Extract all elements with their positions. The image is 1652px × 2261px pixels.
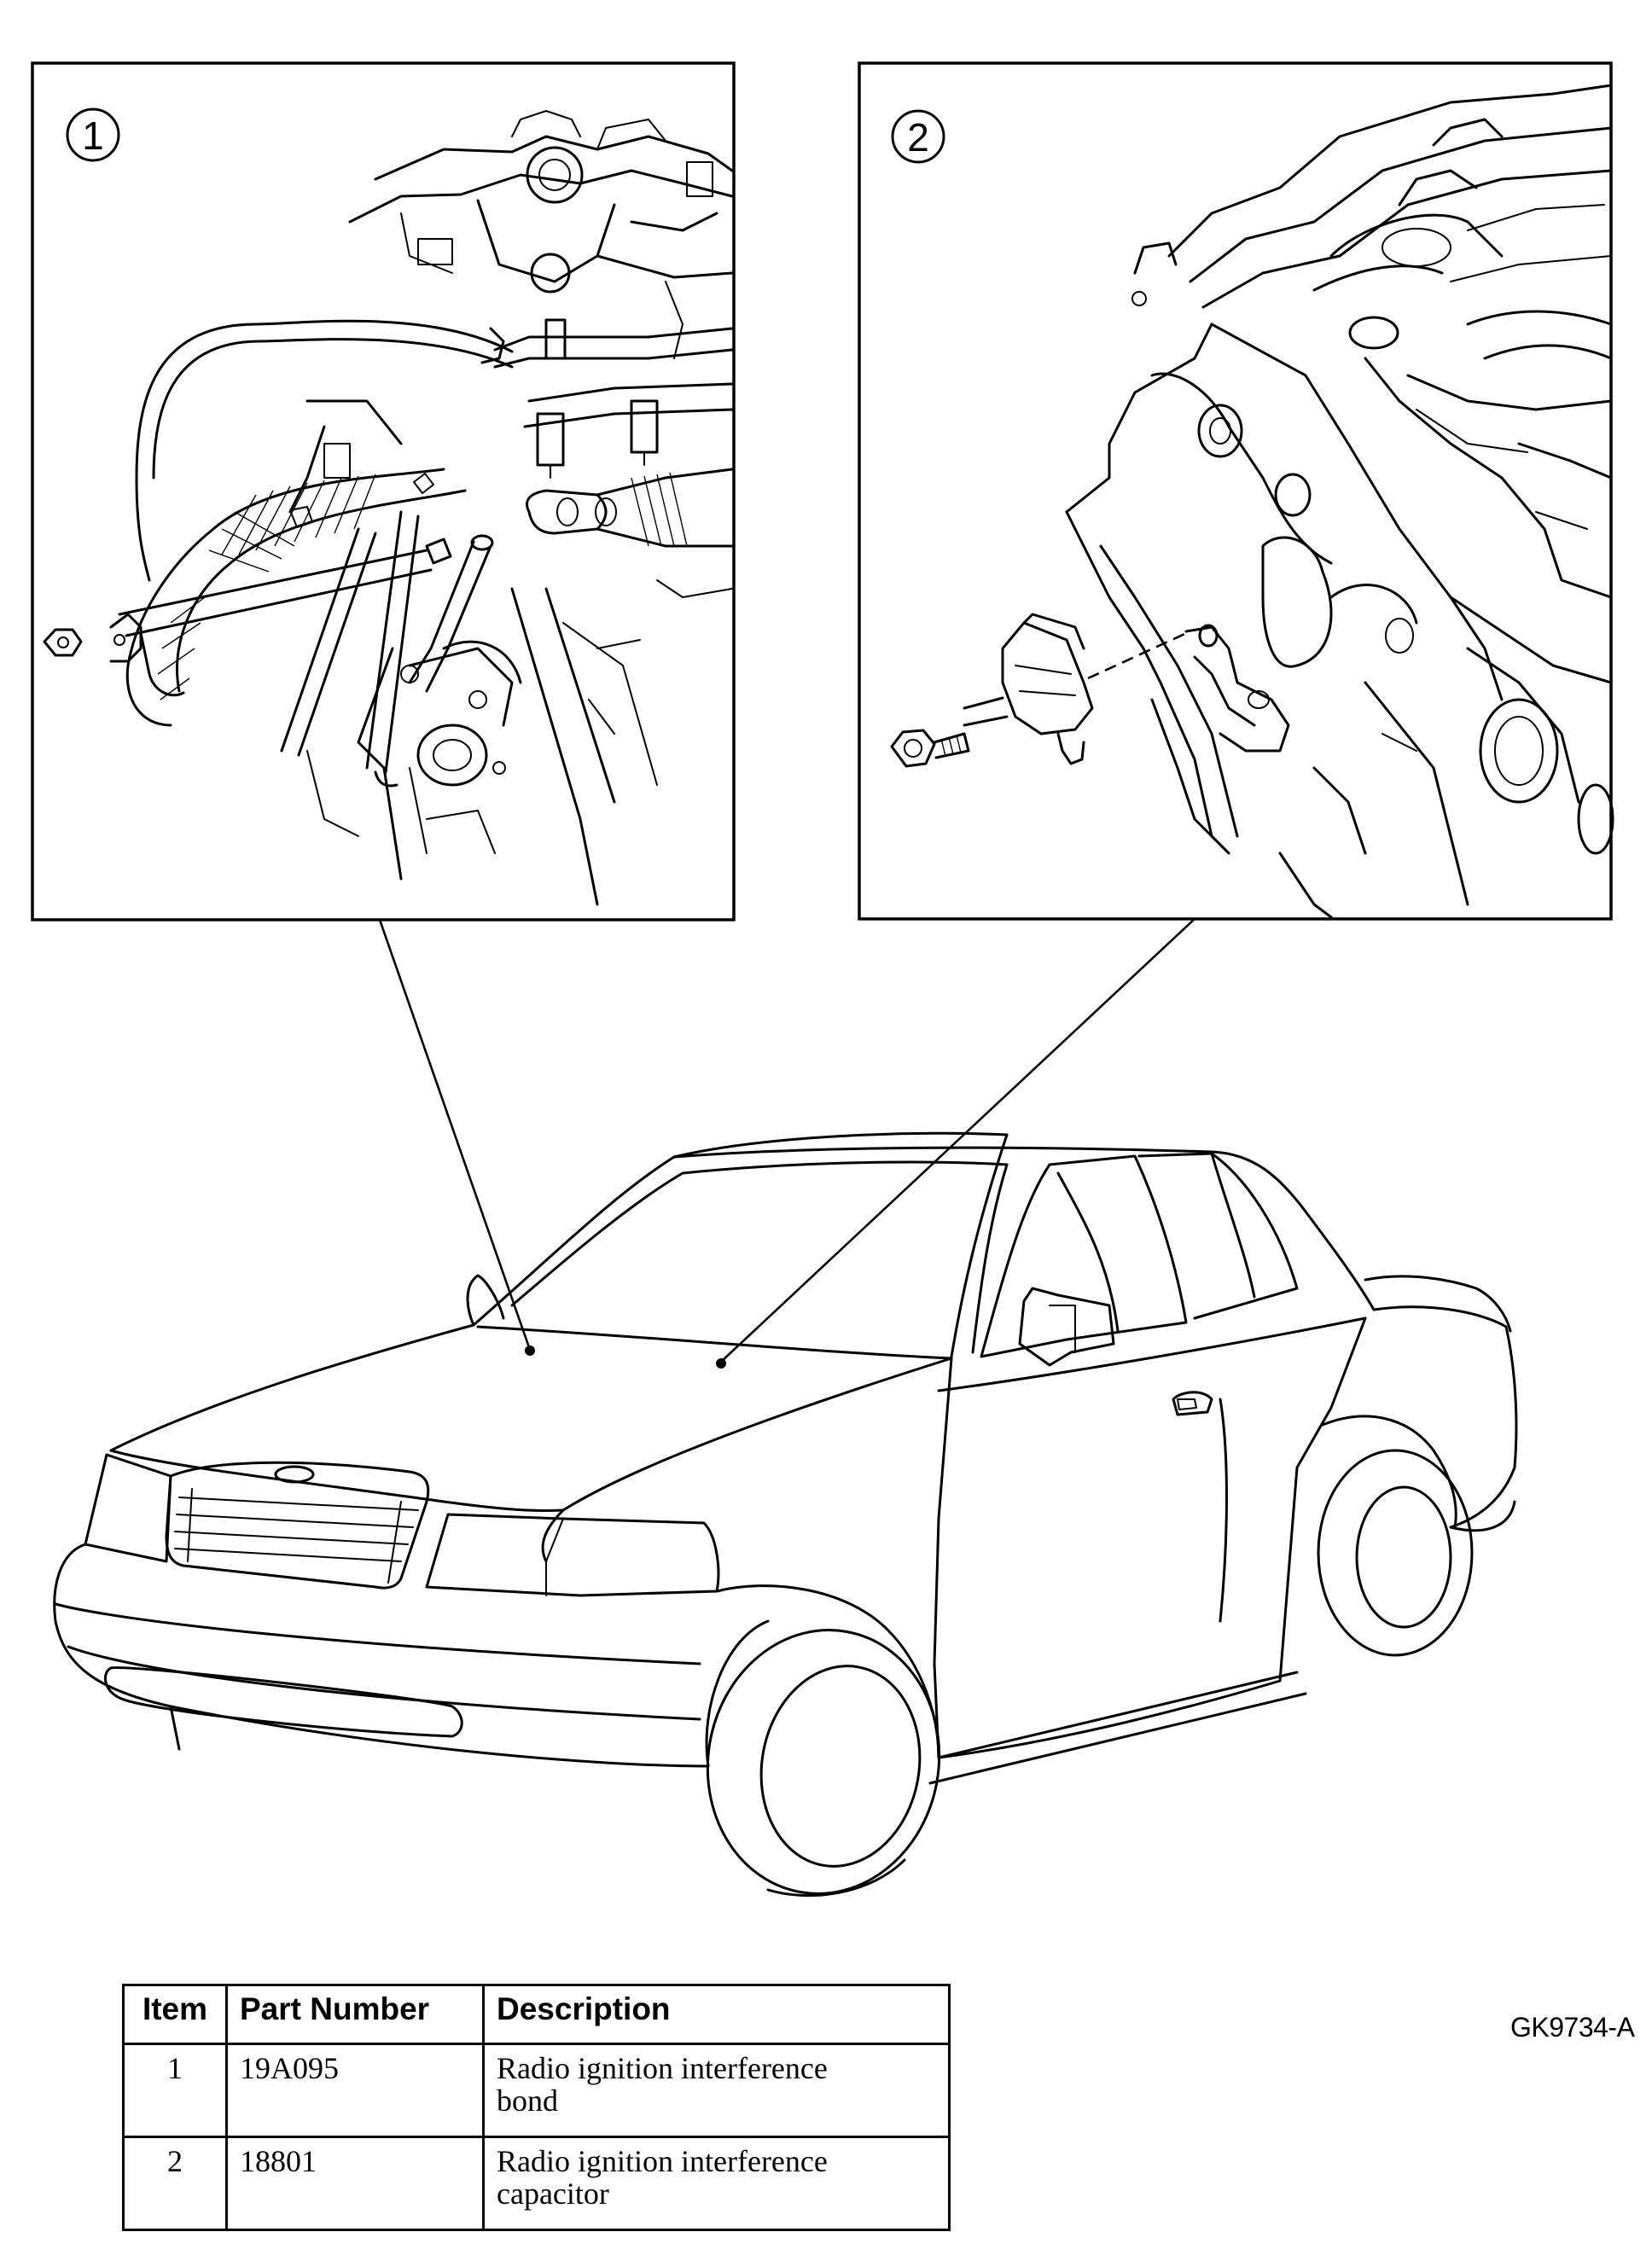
callout-1-number: 1 bbox=[82, 113, 104, 158]
legend-header-item: Item bbox=[122, 1984, 228, 2045]
legend-description-line: Radio ignition interference bbox=[497, 2051, 828, 2085]
legend-item-number: 1 bbox=[122, 2043, 228, 2138]
callout-2-number: 2 bbox=[907, 115, 929, 160]
parts-legend-table: Item Part Number Description 1 19A095 Ra… bbox=[122, 1984, 951, 2231]
legend-description-line: bond bbox=[497, 2084, 558, 2118]
detail-2-engine-drawing bbox=[890, 84, 1614, 919]
callout-1: 1 bbox=[66, 108, 120, 162]
callout-2: 2 bbox=[891, 109, 945, 164]
legend-description-line: capacitor bbox=[497, 2177, 609, 2211]
vehicle-drawing bbox=[53, 1131, 1518, 1898]
leader-point-2 bbox=[716, 1358, 726, 1369]
figure-code: GK9734-A bbox=[1510, 2012, 1635, 2043]
leader-line-1 bbox=[378, 919, 532, 1351]
legend-description-line: Radio ignition interference bbox=[497, 2144, 828, 2178]
legend-part-number: 19A095 bbox=[225, 2043, 485, 2138]
detail-2-inset: 2 bbox=[858, 61, 1614, 921]
legend-header-row: Item Part Number Description bbox=[122, 1984, 951, 2045]
detail-1-inset: 1 bbox=[31, 61, 736, 921]
legend-header-part-number: Part Number bbox=[225, 1984, 485, 2045]
detail-1-engine-drawing bbox=[43, 110, 734, 906]
legend-header-description: Description bbox=[482, 1984, 951, 2045]
leader-line-2 bbox=[720, 918, 1195, 1363]
legend-part-number: 18801 bbox=[225, 2136, 485, 2231]
leader-point-1 bbox=[525, 1346, 535, 1356]
legend-item-number: 2 bbox=[122, 2136, 228, 2231]
